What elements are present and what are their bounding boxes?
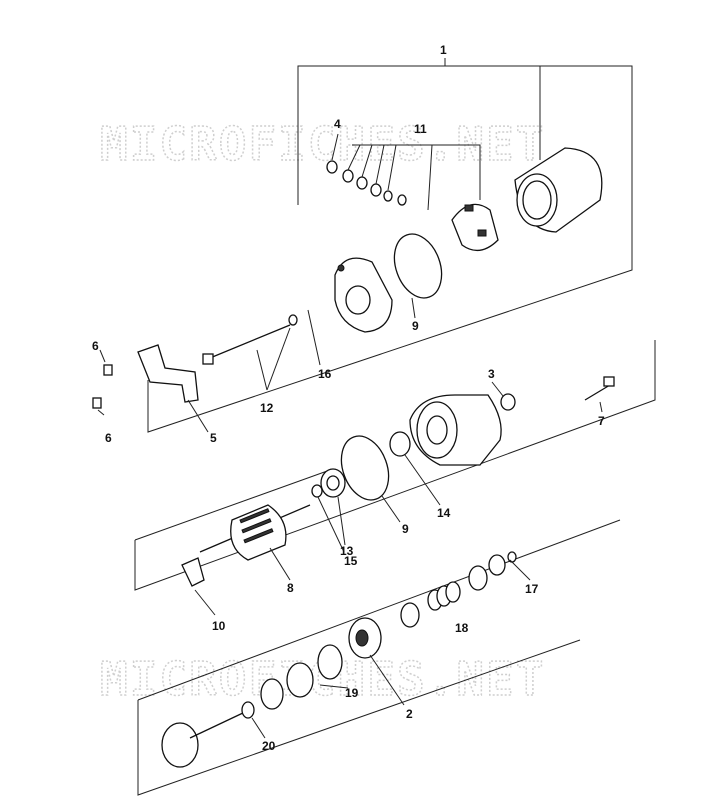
callout-10: 10 [212, 619, 226, 633]
section-frames [134, 340, 656, 796]
callout-16: 16 [318, 367, 332, 381]
watermark-top: MICROFICHES.NET [100, 117, 545, 171]
plates-19 [260, 644, 343, 710]
callout-13: 13 [340, 544, 354, 558]
callout-18: 18 [455, 621, 469, 635]
front-housing [409, 394, 502, 466]
callout-8: 8 [287, 581, 294, 595]
leader-lines [187, 297, 603, 739]
callout-4: 4 [334, 117, 341, 131]
o-ring-middle [340, 435, 390, 501]
clutch-assembly [348, 617, 382, 659]
mounting-bracket [92, 344, 199, 416]
callout-6-lower: 6 [105, 431, 112, 445]
callout-11: 11 [414, 122, 427, 136]
brush-holder [451, 203, 499, 252]
bearing-set [311, 468, 346, 498]
callout-5: 5 [210, 431, 217, 445]
callout-2: 2 [406, 707, 413, 721]
callout-15: 15 [344, 554, 358, 568]
callout-20: 20 [262, 739, 276, 753]
callout-9-lower: 9 [402, 522, 409, 536]
callout-3: 3 [488, 367, 495, 381]
callout-12: 12 [260, 401, 274, 415]
pinion-shaft [161, 701, 255, 768]
bolt-and-washer [500, 376, 615, 411]
callout-17: 17 [525, 582, 539, 596]
washer-stack [326, 133, 481, 211]
o-ring-upper [393, 233, 443, 299]
yoke-housing [514, 147, 603, 233]
rear-cover [334, 257, 393, 333]
callout-14: 14 [437, 506, 451, 520]
callout-7: 7 [598, 414, 605, 428]
armature [199, 504, 311, 561]
clip-10 [181, 557, 216, 616]
callout-19: 19 [345, 686, 359, 700]
callout-1: 1 [440, 43, 447, 57]
through-bolt [202, 314, 298, 391]
callout-9-upper: 9 [412, 319, 419, 333]
ring-14 [389, 431, 411, 457]
spring-set [400, 551, 517, 628]
assembly-bracket [147, 58, 633, 433]
callout-6-upper: 6 [92, 339, 99, 353]
